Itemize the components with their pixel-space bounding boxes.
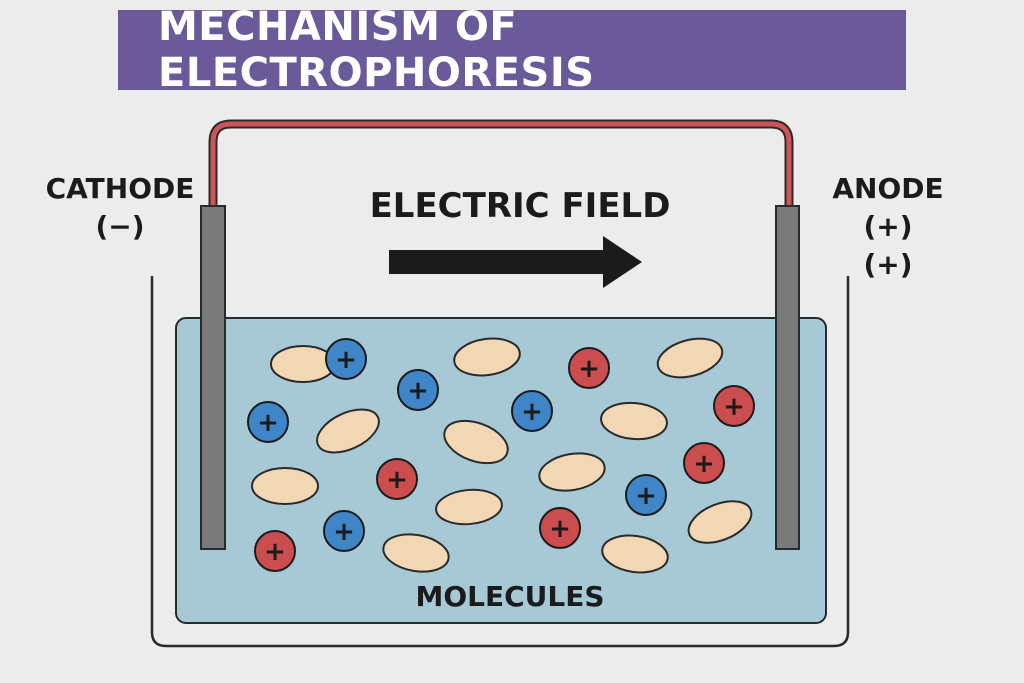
cathode-name: CATHODE (45, 172, 195, 205)
svg-text:+: + (578, 354, 600, 384)
positive-ion: + (376, 458, 418, 500)
molecule (251, 467, 319, 505)
blue-ion: + (247, 401, 289, 443)
positive-ions-group: + + + + + + (254, 347, 755, 572)
svg-text:+: + (333, 517, 355, 547)
svg-text:+: + (386, 465, 408, 495)
svg-text:+: + (335, 345, 357, 375)
tank-outline (150, 276, 850, 648)
svg-text:+: + (257, 408, 279, 438)
anode-label: ANODE (+) (+) (808, 170, 968, 284)
positive-ion: + (683, 442, 725, 484)
molecule (453, 337, 521, 377)
blue-ion: + (325, 338, 367, 380)
positive-ion: + (539, 507, 581, 549)
svg-text:+: + (549, 514, 571, 544)
cathode-label: CATHODE (−) (40, 170, 200, 246)
molecule (600, 401, 668, 441)
svg-text:+: + (635, 481, 657, 511)
cathode-electrode (200, 205, 226, 550)
anode-electrode (775, 205, 800, 550)
molecules-label: MOLECULES (415, 580, 605, 613)
svg-text:+: + (521, 397, 543, 427)
positive-ion: + (713, 385, 755, 427)
svg-text:+: + (723, 392, 745, 422)
molecule (687, 500, 753, 544)
electric-field-arrow (389, 236, 642, 288)
anode-name: ANODE (+) (832, 172, 944, 243)
molecule (538, 452, 606, 492)
svg-text:+: + (264, 537, 286, 567)
blue-ion: + (625, 474, 667, 516)
molecule (270, 345, 336, 383)
electric-field-label: ELECTRIC FIELD (369, 186, 671, 226)
cathode-sign: (−) (95, 210, 145, 243)
diagram-title: MECHANISM OF ELECTROPHORESIS (158, 4, 595, 96)
molecule (656, 337, 724, 379)
svg-text:+: + (693, 449, 715, 479)
svg-text:+: + (407, 376, 429, 406)
blue-ion: + (511, 390, 553, 432)
anode-sign: (+) (863, 248, 913, 281)
molecule (435, 488, 503, 526)
molecules-group (251, 337, 753, 574)
molecule (382, 533, 450, 573)
molecule (443, 419, 509, 465)
molecule (601, 534, 669, 574)
title-banner: MECHANISM OF ELECTROPHORESIS (118, 4, 906, 96)
positive-ion: + (568, 347, 610, 389)
wire-outline (208, 119, 794, 212)
wire (210, 121, 792, 212)
positive-ion: + (254, 530, 296, 572)
blue-ion: + (323, 510, 365, 552)
blue-ions-group: + + + + + + (247, 338, 667, 552)
blue-ion: + (397, 369, 439, 411)
molecule (316, 408, 380, 454)
